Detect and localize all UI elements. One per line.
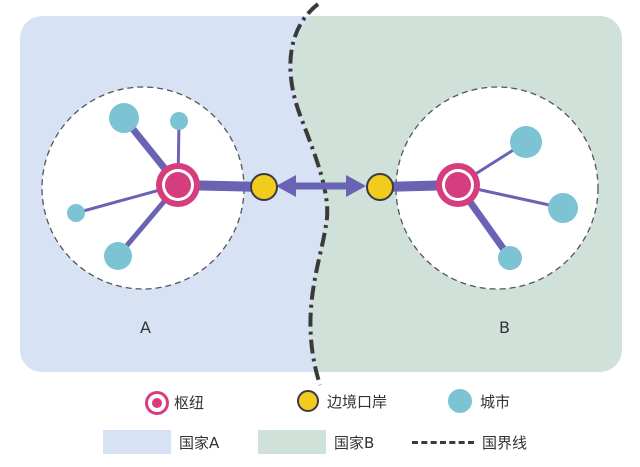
legend-city: 城市 <box>448 389 510 413</box>
city-a-3 <box>67 204 85 222</box>
city-a-2 <box>170 112 188 130</box>
legend-country-a: 国家A <box>103 430 219 454</box>
city-b-1 <box>510 126 542 158</box>
border-port-b <box>366 173 394 201</box>
legend-country-b-label: 国家B <box>334 433 375 452</box>
legend-hub: 枢纽 <box>148 392 204 413</box>
port-legend-icon <box>297 390 319 412</box>
border-line-legend-icon <box>412 441 474 444</box>
country-b-swatch <box>258 430 326 454</box>
country-a-swatch <box>103 430 171 454</box>
city-a-1 <box>109 103 139 133</box>
national-border-line <box>288 2 330 386</box>
city-legend-icon <box>448 389 472 413</box>
border-port-a <box>250 173 278 201</box>
legend-port-label: 边境口岸 <box>327 392 388 411</box>
city-b-3 <box>498 246 522 270</box>
legend-border-line: 国界线 <box>412 432 527 453</box>
legend-border-line-label: 国界线 <box>482 434 528 452</box>
region-b-label: B <box>499 318 510 337</box>
legend-country-b: 国家B <box>258 430 374 454</box>
hub-legend-icon <box>148 393 166 412</box>
hub-a <box>156 163 200 207</box>
legend-country-a-label: 国家A <box>179 433 220 452</box>
legend-city-label: 城市 <box>480 392 511 411</box>
city-a-4 <box>104 242 132 270</box>
region-b-circle <box>395 86 599 290</box>
region-a-label: A <box>140 318 151 337</box>
hub-b <box>436 163 480 207</box>
legend-port: 边境口岸 <box>297 390 387 412</box>
city-b-2 <box>548 193 578 223</box>
cross-border-arrow <box>276 175 366 197</box>
legend-hub-label: 枢纽 <box>174 394 205 412</box>
